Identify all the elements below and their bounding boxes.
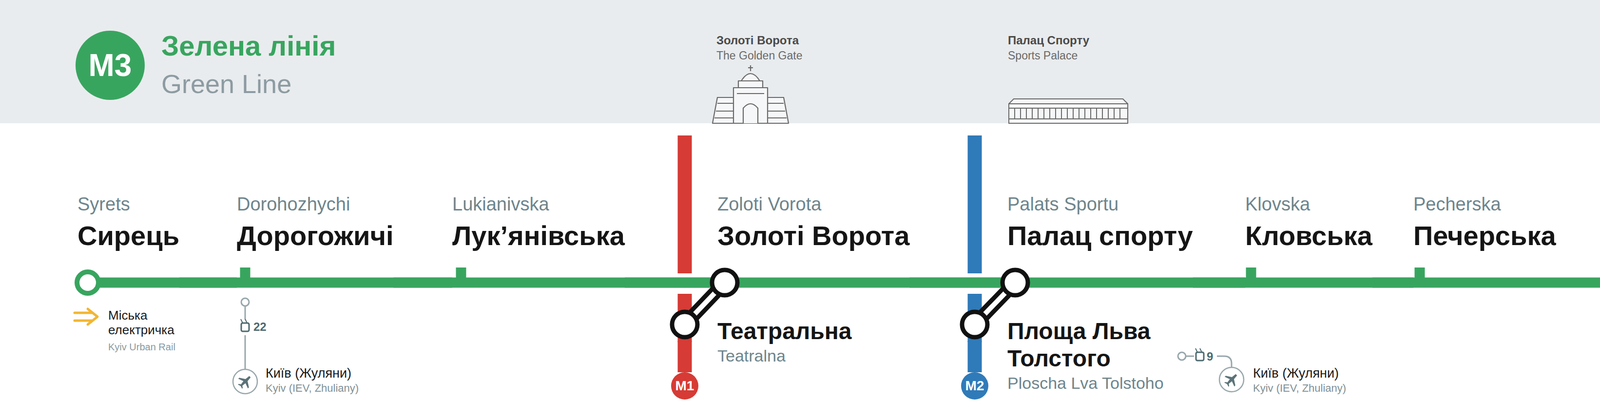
- station: DorohozhychiДорогожичі: [236, 192, 394, 283]
- line-segment: [179, 282, 237, 284]
- bus-number: 9: [1206, 349, 1214, 364]
- landmark-name-en: Sports Palace: [1007, 48, 1078, 63]
- line-segment: [1193, 282, 1246, 284]
- station-name: Площа Льва Толстого: [1007, 317, 1213, 373]
- station: KlovskaКловська: [1245, 192, 1373, 283]
- station-name-latin: Klovska: [1245, 192, 1373, 216]
- line-badge: M2: [961, 372, 989, 400]
- landmark-name: Золоті Ворота: [716, 33, 799, 48]
- station-tick: [1414, 267, 1426, 284]
- airport-label-en: Kyiv (IEV, Zhuliany): [265, 382, 359, 395]
- station-name-latin: Pecherska: [1413, 192, 1557, 216]
- station-tick: [240, 267, 251, 284]
- line-number: M1: [675, 379, 695, 393]
- station-name: Театральна: [717, 317, 852, 346]
- line-segment: [624, 282, 712, 284]
- bus-number: 22: [253, 319, 267, 334]
- line-segment-path: [624, 277, 712, 289]
- line-segment-path: [1372, 277, 1414, 289]
- urban-rail-icon: [74, 308, 98, 325]
- station: SyretsСирець: [77, 192, 180, 283]
- blue-line: [967, 135, 983, 274]
- station-tick: [456, 267, 467, 284]
- golden-gate-illustration: [712, 65, 789, 124]
- landmark-name-en: The Golden Gate: [716, 48, 803, 63]
- landmark-name: Палац Спорту: [1007, 33, 1090, 48]
- line-badge: M1: [671, 372, 699, 400]
- red-line: [677, 135, 693, 274]
- transfer-circle: [1002, 269, 1028, 296]
- station-name-latin: Dorohozhychi: [236, 192, 394, 216]
- rail-label-en: Kyiv Urban Rail: [108, 341, 176, 353]
- station: Palats SportuПалац спорту: [1004, 192, 1194, 283]
- transfer-circle: [712, 269, 738, 296]
- title-text: Зелена лінія: [161, 30, 336, 62]
- station-name: Золоті Ворота: [717, 219, 910, 252]
- station-name: Сирець: [77, 219, 180, 252]
- line-segment: [974, 341, 976, 373]
- station-name: Палац спорту: [1007, 219, 1194, 252]
- line-badge: M3: [75, 30, 145, 100]
- airport-label: Київ (Жуляни): [265, 365, 352, 382]
- station-name-latin: Teatralna: [717, 345, 852, 367]
- transfer-station: ТеатральнаTeatralna: [684, 317, 852, 367]
- line-segment-path: [909, 277, 1005, 289]
- line-number: M2: [965, 379, 985, 393]
- airport-label-en: Kyiv (IEV, Zhuliany): [1253, 382, 1347, 395]
- station-name: Лук’янівська: [452, 219, 625, 252]
- transfer-station: Площа Льва ТолстогоPloscha Lva Tolstoho: [974, 317, 1213, 394]
- station-name-latin: Lukianivska: [452, 192, 625, 216]
- line-segment-path: [967, 341, 983, 373]
- station-name: Дорогожичі: [236, 219, 394, 252]
- green-line: [87, 277, 1600, 289]
- tolstoho-leader: [1177, 348, 1244, 392]
- rail-label: Міська електричка: [108, 308, 194, 338]
- header-band: [0, 0, 1600, 124]
- station-tick: [1246, 267, 1257, 284]
- sports-palace-illustration: [1008, 98, 1128, 124]
- line-segment: [393, 282, 453, 284]
- line-segment: [909, 282, 1005, 284]
- line-segment-path: [1193, 277, 1246, 289]
- transfer-circle: [962, 311, 988, 338]
- terminal-marker: [77, 271, 99, 294]
- line-segment: [1372, 282, 1414, 284]
- station-name-latin: Syrets: [77, 192, 180, 216]
- line-segment-path: [393, 277, 453, 289]
- station-name-latin: Zoloti Vorota: [717, 192, 910, 216]
- transfer-circle: [672, 311, 698, 338]
- line-number: M3: [88, 49, 133, 81]
- station: PecherskaПечерська: [1413, 192, 1557, 283]
- station-name: Печерська: [1413, 219, 1557, 252]
- line-segment-path: [677, 341, 693, 373]
- station-name-latin: Palats Sportu: [1007, 192, 1194, 216]
- subtitle: Green Line: [161, 68, 292, 100]
- station-name: Кловська: [1245, 219, 1373, 252]
- line-segment-path: [179, 277, 237, 289]
- dorohozhychi-leader: [232, 298, 258, 394]
- station-name-latin: Ploscha Lva Tolstoho: [1007, 372, 1213, 394]
- line-segment: [684, 341, 686, 373]
- airport-label: Київ (Жуляни): [1253, 365, 1339, 382]
- station: LukianivskaЛук’янівська: [452, 192, 625, 283]
- station: Zoloti VorotaЗолоті Ворота: [711, 192, 910, 283]
